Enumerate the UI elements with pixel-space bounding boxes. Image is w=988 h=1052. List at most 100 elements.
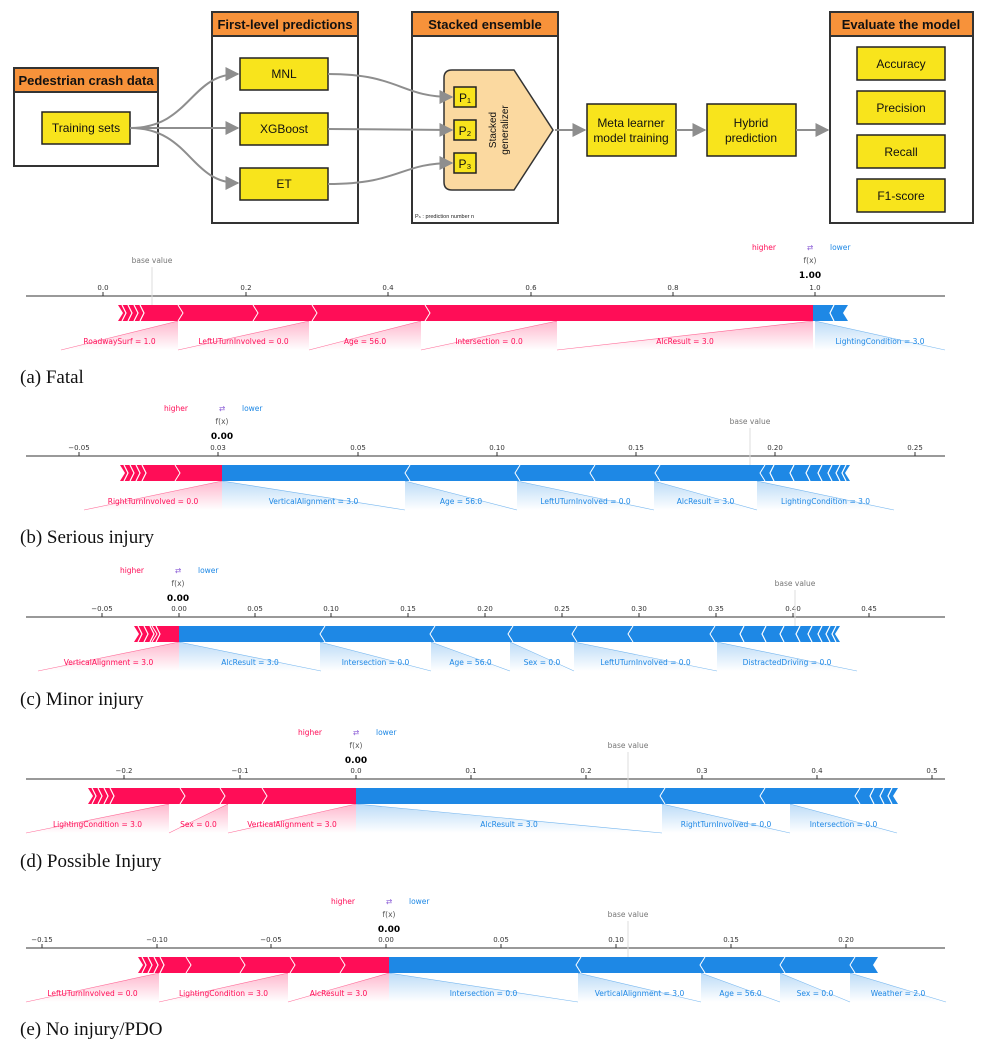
red-label-connector — [287, 972, 390, 1003]
red-chevron — [115, 304, 121, 322]
arrow-training-to-et — [129, 127, 240, 190]
blue-separator — [699, 956, 706, 974]
red-label-connector — [308, 320, 422, 351]
axis-tick-label: 0.2 — [580, 767, 591, 775]
base-value-label: base value — [132, 256, 173, 265]
red-feature-label: RightTurnInvolved = 0.0 — [108, 497, 199, 506]
blue-separator — [849, 956, 856, 974]
stacked-generalizer-label: Stacked — [488, 112, 499, 148]
axis-tick-label: 1.0 — [809, 284, 820, 292]
legend-lower: lower — [242, 404, 263, 413]
metric-box-f1 — [856, 178, 946, 213]
red-force-segment — [312, 305, 430, 321]
red-label-connector — [227, 803, 357, 834]
blue-separator — [659, 787, 666, 805]
arrow-mnl-to-p1 — [327, 73, 454, 104]
red-force-segment — [180, 788, 225, 804]
legend-lower: lower — [409, 897, 430, 906]
axis-tick-label: −0.05 — [260, 936, 281, 944]
blue-label-connector — [661, 803, 791, 834]
axis-tick-label: 0.05 — [350, 444, 366, 452]
meta-learner-box — [586, 103, 677, 157]
blue-feature-label: Age = 56.0 — [449, 658, 491, 667]
blue-feature-label: Weather = 2.0 — [871, 989, 926, 998]
blue-separator — [759, 464, 766, 482]
axis-tick-label: 0.20 — [767, 444, 783, 452]
red-separator — [252, 304, 259, 322]
legend-arrows: ⇄ — [175, 566, 181, 575]
red-force-segment — [425, 305, 565, 321]
fx-label: f(x) — [216, 417, 229, 426]
red-separator — [219, 787, 226, 805]
red-force-segment — [186, 957, 245, 973]
blue-feature-label: Sex = 0.0 — [524, 658, 561, 667]
red-chevron — [109, 787, 115, 805]
red-separator — [261, 787, 268, 805]
blue-label-connector — [573, 641, 718, 672]
panel-caption: (d) Possible Injury — [20, 851, 162, 872]
meta-learner-label: Meta learner — [597, 116, 664, 130]
red-separator — [174, 464, 181, 482]
red-separator — [177, 304, 184, 322]
metric-box-precision — [856, 90, 946, 125]
red-chevron — [127, 304, 133, 322]
blue-feature-label: VerticalAlignment = 3.0 — [595, 989, 685, 998]
red-label-connector — [60, 320, 179, 351]
axis-tick-label: −0.2 — [116, 767, 133, 775]
blue-feature-label: LeftUTurnInvolved = 0.0 — [600, 658, 691, 667]
base-value-label: base value — [608, 910, 649, 919]
legend-lower: lower — [198, 566, 219, 575]
red-chevron — [123, 464, 129, 482]
stacked-generalizer-label-2: generalizer — [500, 105, 511, 155]
red-label-connector — [420, 320, 558, 351]
fx-label: f(x) — [172, 579, 185, 588]
pred-box-p2 — [453, 119, 477, 141]
red-label-connector — [25, 972, 160, 1003]
arrow-et-to-p3 — [327, 156, 454, 185]
fx-value: 0.00 — [211, 432, 233, 442]
red-label-connector — [168, 803, 229, 834]
red-force-segment — [178, 305, 258, 321]
red-separator — [339, 956, 346, 974]
red-chevron — [155, 625, 161, 643]
blue-separator — [507, 625, 514, 643]
blue-label-connector — [509, 641, 575, 672]
blue-label-connector — [716, 641, 858, 672]
axis-tick-label: 0.3 — [696, 767, 707, 775]
blue-chevron — [869, 787, 875, 805]
blue-feature-label: Age = 56.0 — [440, 497, 482, 506]
red-chevron — [91, 787, 97, 805]
blue-feature-label: Age = 56.0 — [719, 989, 761, 998]
red-separator — [289, 956, 296, 974]
blue-force-segment — [179, 626, 840, 642]
panel-title: Stacked ensemble — [428, 17, 541, 32]
blue-chevron — [807, 625, 813, 643]
axis-tick-label: 0.00 — [171, 605, 187, 613]
red-force-segment — [118, 305, 183, 321]
red-feature-label: LightingCondition = 3.0 — [179, 989, 268, 998]
axis-tick-label: −0.15 — [31, 936, 52, 944]
blue-chevron — [825, 625, 831, 643]
red-chevron — [149, 625, 155, 643]
red-separator — [185, 956, 192, 974]
red-separator — [151, 625, 158, 643]
blue-label-connector — [404, 480, 518, 511]
blue-feature-label: AlcResult = 3.0 — [480, 820, 538, 829]
axis-tick-label: 0.35 — [708, 605, 724, 613]
blue-label-connector — [355, 803, 663, 834]
blue-separator — [404, 464, 411, 482]
panel-caption: (c) Minor injury — [20, 689, 144, 710]
fx-value: 0.00 — [378, 925, 400, 935]
blue-chevron — [879, 787, 885, 805]
model-label: ET — [276, 177, 292, 191]
blue-chevron — [887, 787, 893, 805]
blue-separator — [514, 464, 521, 482]
red-force-segment — [240, 957, 295, 973]
blue-label-connector — [388, 972, 579, 1003]
blue-separator — [589, 464, 596, 482]
blue-separator — [429, 625, 436, 643]
axis-tick-label: 0.1 — [465, 767, 476, 775]
panel-caption: (a) Fatal — [20, 367, 84, 388]
base-value-label: base value — [608, 741, 649, 750]
